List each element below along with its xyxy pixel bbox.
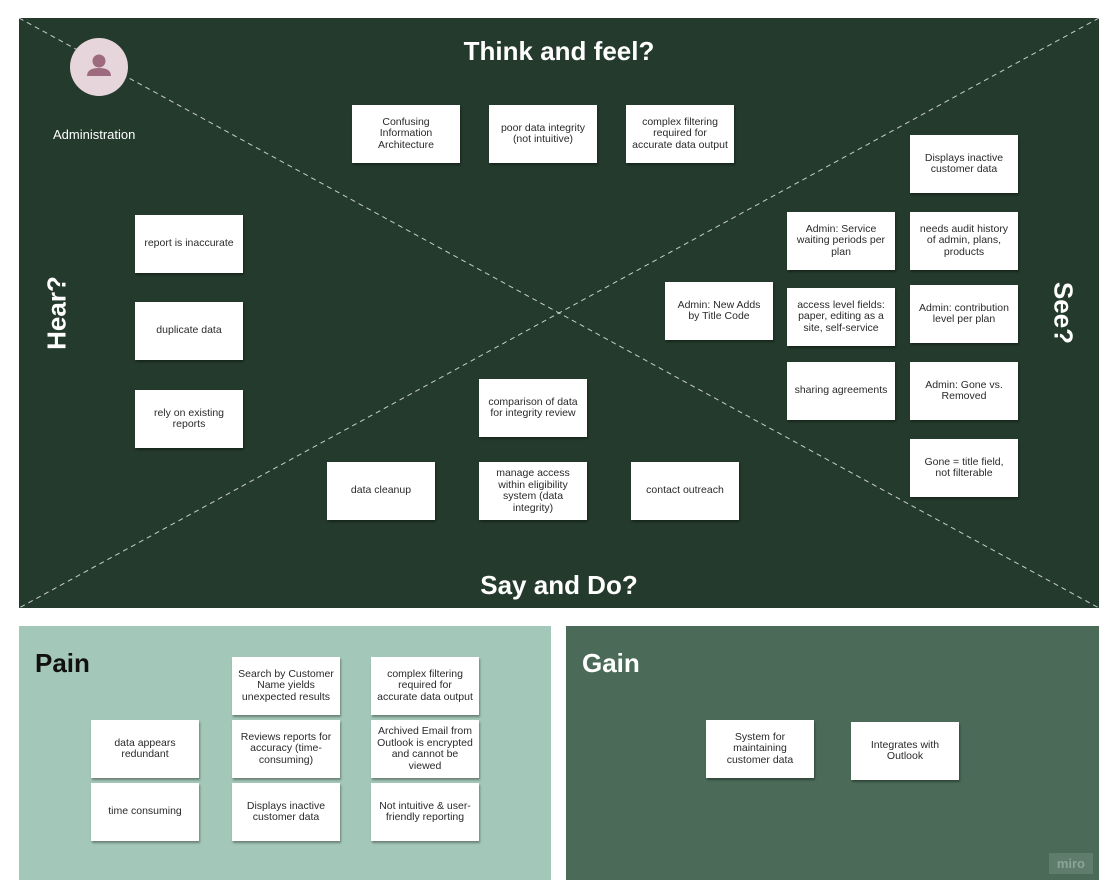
sticky-note[interactable]: contact outreach [631, 462, 739, 520]
quadrant-title-say-do: Say and Do? [480, 570, 638, 600]
quadrant-title-hear: Hear? [41, 276, 72, 350]
miro-watermark: miro [1048, 853, 1093, 874]
gain-section: Gain System for maintaining customer dat… [566, 626, 1099, 880]
sticky-note[interactable]: Displays inactive customer data [910, 135, 1018, 193]
sticky-note[interactable]: poor data integrity (not intuitive) [489, 105, 597, 163]
sticky-note[interactable]: needs audit history of admin, plans, pro… [910, 212, 1018, 270]
sticky-note[interactable]: Reviews reports for accuracy (time-consu… [232, 720, 340, 778]
sticky-note[interactable]: complex filtering required for accurate … [371, 657, 479, 715]
sticky-note[interactable]: Admin: Gone vs. Removed [910, 362, 1018, 420]
sticky-note[interactable]: complex filtering required for accurate … [626, 105, 734, 163]
sticky-note[interactable]: Admin: New Adds by Title Code [665, 282, 773, 340]
sticky-note[interactable]: Admin: Service waiting periods per plan [787, 212, 895, 270]
sticky-note[interactable]: data cleanup [327, 462, 435, 520]
sticky-note[interactable]: Gone = title field, not filterable [910, 439, 1018, 497]
user-icon [87, 54, 111, 76]
sticky-note[interactable]: access level fields: paper, editing as a… [787, 288, 895, 346]
quadrant-title-think-feel: Think and feel? [463, 36, 655, 66]
quadrant-title-see: See? [1048, 281, 1079, 345]
sticky-note[interactable]: System for maintaining customer data [706, 720, 814, 778]
sticky-note[interactable]: Admin: contribution level per plan [910, 285, 1018, 343]
gain-title: Gain [582, 648, 640, 678]
persona-avatar[interactable] [70, 38, 128, 96]
sticky-note[interactable]: time consuming [91, 783, 199, 841]
persona-label: Administration [53, 127, 136, 142]
sticky-note[interactable]: Integrates with Outlook [851, 722, 959, 780]
sticky-note[interactable]: data appears redundant [91, 720, 199, 778]
sticky-note[interactable]: Archived Email from Outlook is encrypted… [371, 720, 479, 778]
sticky-note[interactable]: Confusing Information Architecture [352, 105, 460, 163]
sticky-note[interactable]: Not intuitive & user-friendly reporting [371, 783, 479, 841]
empathy-map-board: Administration Think and feel? Hear? See… [19, 18, 1099, 608]
sticky-note[interactable]: comparison of data for integrity review [479, 379, 587, 437]
diagonal-line-2 [19, 18, 1099, 608]
sticky-note[interactable]: Displays inactive customer data [232, 783, 340, 841]
sticky-note[interactable]: report is inaccurate [135, 215, 243, 273]
pain-section: Pain Search by Customer Name yields unex… [19, 626, 551, 880]
sticky-note[interactable]: manage access within eligibility system … [479, 462, 587, 520]
sticky-note[interactable]: sharing agreements [787, 362, 895, 420]
sticky-note[interactable]: duplicate data [135, 302, 243, 360]
sticky-note[interactable]: rely on existing reports [135, 390, 243, 448]
quadrant-diagonals [19, 18, 1099, 608]
sticky-note[interactable]: Search by Customer Name yields unexpecte… [232, 657, 340, 715]
pain-title: Pain [35, 648, 90, 678]
